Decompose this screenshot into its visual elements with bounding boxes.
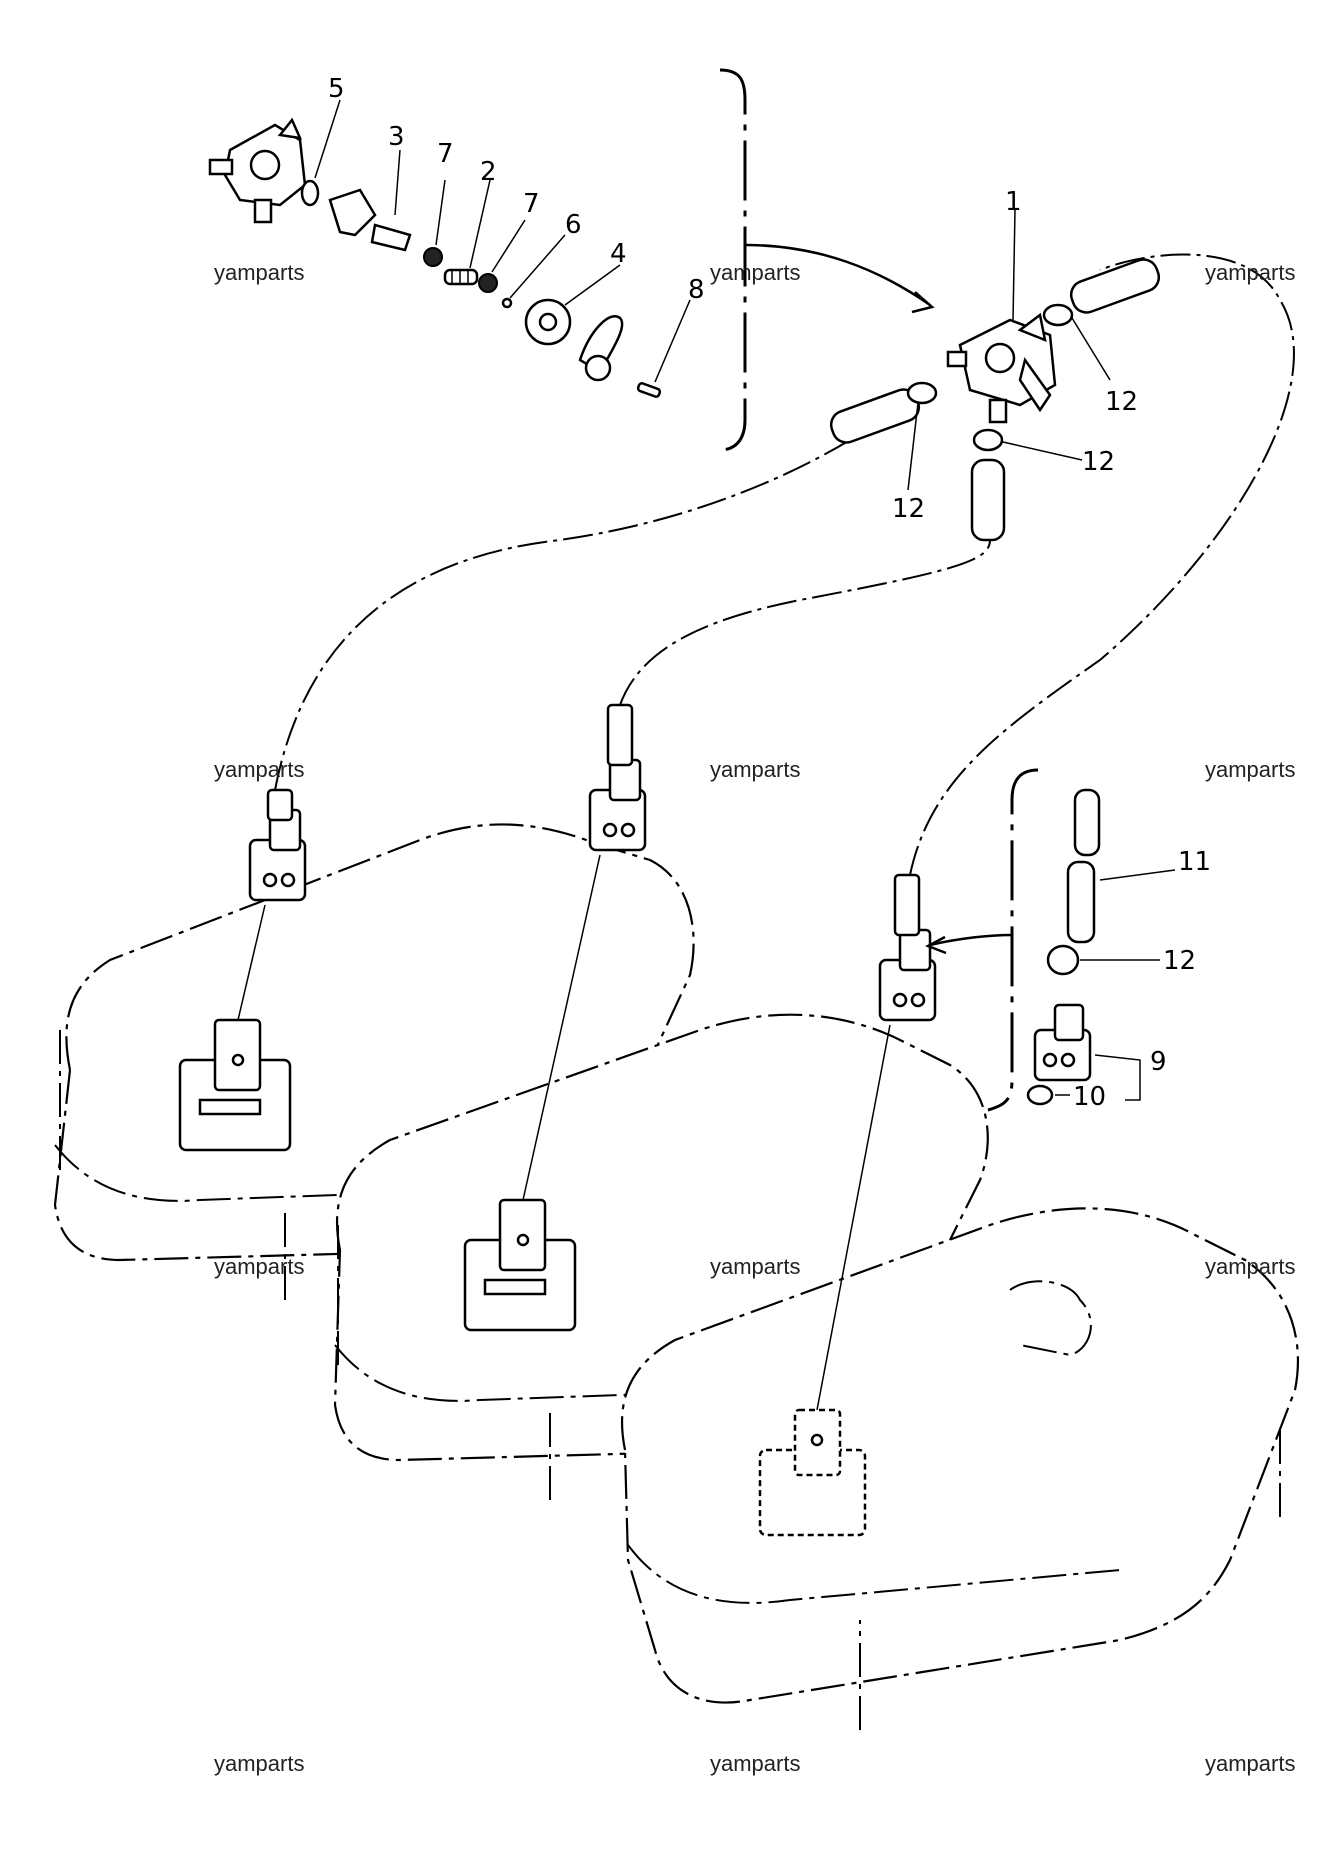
hose-connector-left xyxy=(248,808,307,902)
valve-hose-upper xyxy=(1069,258,1161,314)
callout-12-upper: 12 xyxy=(1105,387,1138,417)
fuel-tank-right xyxy=(621,1207,1299,1730)
hose-connector-middle xyxy=(588,758,647,852)
callout-12-panel: 12 xyxy=(1163,946,1196,976)
watermark-text: yamparts xyxy=(710,1751,800,1776)
tank-fitting-right xyxy=(758,1408,867,1537)
lever xyxy=(578,315,624,382)
connector-9 xyxy=(1033,1003,1092,1082)
hose-stub-right xyxy=(893,873,921,937)
callout-11: 11 xyxy=(1178,847,1211,877)
fuel-hoses xyxy=(237,253,1295,1411)
callout-4: 4 xyxy=(610,239,627,269)
clamp-12-lower xyxy=(972,428,1004,452)
callout-3: 3 xyxy=(388,122,405,152)
watermark-text: yamparts xyxy=(710,757,800,782)
callout-12-right: 12 xyxy=(1082,447,1115,477)
valve-body-exploded xyxy=(208,117,307,224)
clamp-12-upper xyxy=(1042,303,1074,327)
clamp-12-right-panel xyxy=(1046,944,1080,976)
ball-6 xyxy=(501,297,513,309)
hose-stub-left xyxy=(266,788,294,822)
watermark-text: yamparts xyxy=(710,1254,800,1279)
callout-7b: 7 xyxy=(523,189,540,219)
plate-4 xyxy=(524,298,572,346)
valve-seat-3 xyxy=(328,188,412,252)
watermark-text: yamparts xyxy=(710,260,800,285)
o-ring-10 xyxy=(1026,1084,1054,1106)
spring-2 xyxy=(443,268,479,286)
watermark-text: yamparts xyxy=(1205,1751,1295,1776)
spring-seat-7a xyxy=(423,247,443,267)
callout-2: 2 xyxy=(480,157,497,187)
watermark-text: yamparts xyxy=(214,1254,304,1279)
callout-1: 1 xyxy=(1005,187,1022,217)
watermark-text: yamparts xyxy=(214,260,304,285)
callout-5: 5 xyxy=(328,74,345,104)
clamp-12-left xyxy=(906,381,938,405)
o-ring-5 xyxy=(300,179,320,207)
spring-seat-7b xyxy=(478,273,498,293)
watermark-text: yamparts xyxy=(1205,757,1295,782)
watermark-text: yamparts xyxy=(214,1751,304,1776)
valve-hose-lower xyxy=(970,458,1006,542)
callout-9: 9 xyxy=(1150,1047,1167,1077)
watermark-text: yamparts xyxy=(214,757,304,782)
callout-10: 10 xyxy=(1073,1082,1106,1112)
screw-8 xyxy=(636,382,662,398)
hose-stub-middle xyxy=(606,703,634,767)
tank-fitting-middle xyxy=(463,1198,577,1332)
hose-11 xyxy=(1066,788,1101,944)
watermark-text: yamparts xyxy=(1205,260,1295,285)
callout-6: 6 xyxy=(565,210,582,240)
fuel-selector-valve xyxy=(946,312,1057,424)
hose-connector-right xyxy=(878,928,937,1022)
callout-12-lower: 12 xyxy=(892,494,925,524)
tank-fitting-left xyxy=(178,1018,292,1152)
callout-8: 8 xyxy=(688,275,705,305)
callout-7a: 7 xyxy=(437,139,454,169)
watermark-text: yamparts xyxy=(1205,1254,1295,1279)
